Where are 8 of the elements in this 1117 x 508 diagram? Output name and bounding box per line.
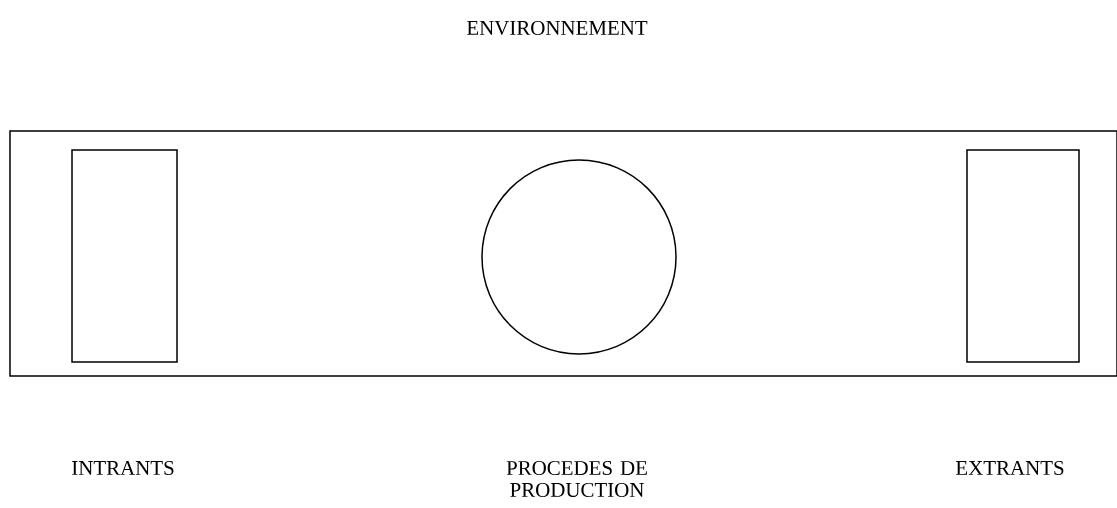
text-label: PROCEDES DE PRODUCTION [506, 461, 647, 497]
text-label: EXTRANTS [956, 460, 1064, 475]
band-box [9, 130, 1117, 377]
text-label: INTRANTS [72, 460, 174, 475]
text-label: ENVIRONNEMENT [466, 20, 648, 36]
circle-shape [481, 159, 677, 355]
rectangle-box [71, 149, 178, 363]
rectangle-box [966, 149, 1080, 363]
